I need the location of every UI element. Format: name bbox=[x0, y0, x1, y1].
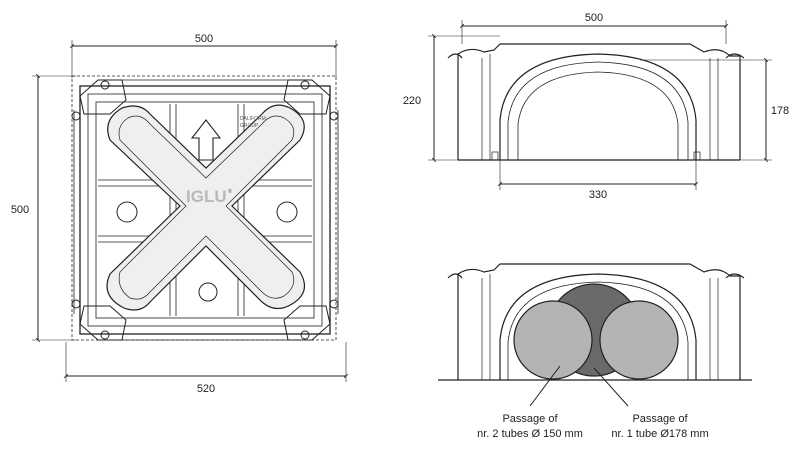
caption-two-tubes-line2: nr. 2 tubes Ø 150 mm bbox=[477, 428, 583, 440]
plan-dim-bottom bbox=[63, 342, 349, 382]
elevation-dim-left-label: 220 bbox=[403, 95, 421, 107]
plan-view bbox=[32, 40, 349, 382]
plan-dim-left-label: 500 bbox=[11, 204, 29, 216]
caption-leaders bbox=[529, 365, 629, 407]
plan-corner-brackets bbox=[71, 79, 339, 341]
caption-two-tubes-line1: Passage of bbox=[502, 413, 558, 425]
caption-one-tube-line1: Passage of bbox=[632, 413, 688, 425]
iglu-logo: IGLU bbox=[186, 187, 227, 206]
elevation-dim-right-label: 178 bbox=[771, 105, 789, 117]
elevation-body bbox=[447, 43, 745, 161]
elevation-dim-top-label: 500 bbox=[585, 12, 603, 24]
plan-cross-arms bbox=[106, 104, 306, 311]
plan-direction-arrow bbox=[190, 119, 222, 161]
plan-outer-body bbox=[79, 85, 331, 335]
plan-dim-top bbox=[69, 40, 339, 78]
iglu-registered-mark: ® bbox=[228, 188, 232, 195]
tube-150-right bbox=[599, 300, 679, 380]
caption-one-tube: Passage of nr. 1 tube Ø178 mm bbox=[580, 412, 740, 442]
plan-holes bbox=[116, 201, 298, 302]
tube-150-left bbox=[513, 300, 593, 380]
plan-dim-bottom-label: 520 bbox=[197, 383, 215, 395]
plan-dim-left bbox=[32, 73, 76, 343]
elevation-dim-bottom-label: 330 bbox=[589, 189, 607, 201]
plan-dim-top-label: 500 bbox=[195, 33, 213, 45]
caption-one-tube-line2: nr. 1 tube Ø178 mm bbox=[611, 428, 709, 440]
caption-two-tubes: Passage of nr. 2 tubes Ø 150 mm bbox=[450, 412, 610, 442]
brand-line-2: GROUP bbox=[240, 123, 259, 129]
section-view bbox=[438, 263, 752, 381]
elevation-view bbox=[428, 20, 772, 190]
brand-line-1: DALIFORM bbox=[240, 116, 266, 122]
